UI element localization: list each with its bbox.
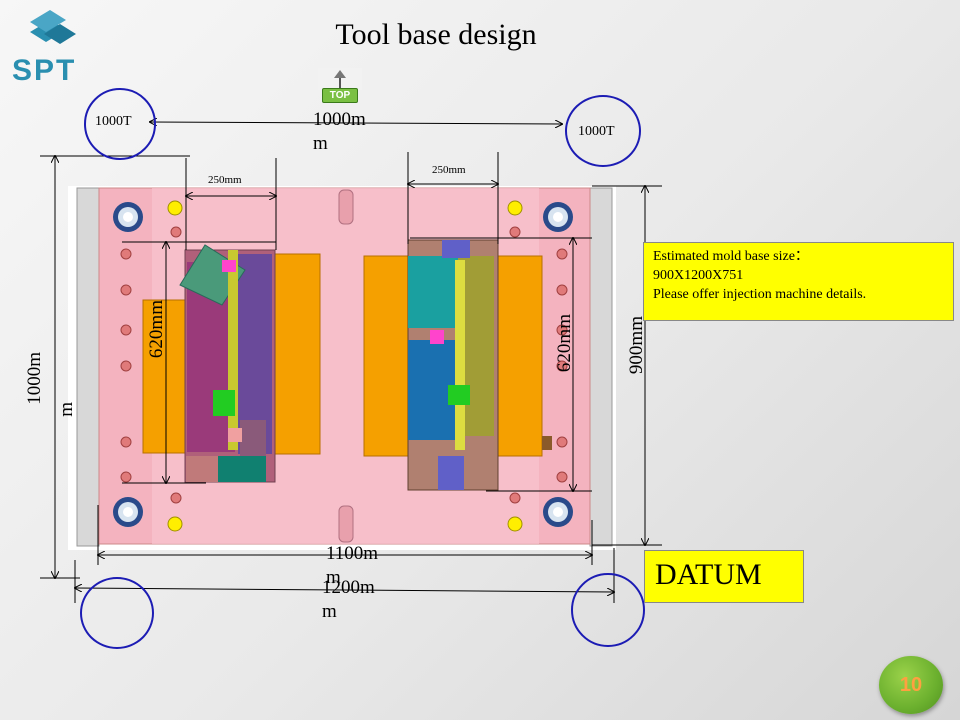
dim-left-span-line2: m: [56, 402, 77, 417]
machine-circle-bottom-left: [80, 577, 154, 649]
dim-left-insert-height: 620mm: [146, 300, 167, 359]
datum-label: DATUM: [644, 550, 804, 603]
stop-button: [167, 516, 183, 532]
dim-left-span-line1: 1000m: [24, 352, 45, 405]
page-number-badge: 10: [879, 656, 943, 714]
dim-left-insert-width: 250mm: [208, 174, 242, 186]
guide-pillar: [113, 202, 143, 232]
screw-row-left: [120, 226, 182, 504]
machine-circle-top-left: [84, 88, 156, 160]
top-marker: TOP: [318, 68, 362, 104]
top-label: TOP: [322, 88, 358, 103]
note-line: Please offer injection machine details.: [653, 287, 867, 302]
machine-label-right: 1000T: [578, 124, 615, 139]
logo-text: SPT: [12, 54, 77, 87]
note-line: Estimated mold base size：: [653, 249, 809, 264]
machine-circle-bottom-right: [571, 573, 645, 647]
screw-row-right: [509, 226, 568, 504]
machine-label-left: 1000T: [95, 114, 132, 129]
right-insert: [363, 239, 552, 491]
note-line: 900X1200X751: [653, 268, 744, 283]
support-pillar: [338, 505, 354, 543]
guide-pillar: [543, 497, 573, 527]
guide-pillar: [543, 202, 573, 232]
stop-button: [507, 516, 523, 532]
stop-button: [167, 200, 183, 216]
spt-logo-icon: [30, 10, 76, 44]
mold-size-note: Estimated mold base size： 900X1200X751 P…: [643, 242, 954, 321]
left-insert: [142, 244, 321, 483]
stop-button: [507, 200, 523, 216]
dim-right-insert-width: 250mm: [432, 164, 466, 176]
left-rail: [76, 187, 100, 547]
right-rail: [589, 187, 613, 547]
dim-right-insert-height: 620mm: [554, 314, 575, 373]
support-pillar: [338, 189, 354, 225]
guide-pillar: [113, 497, 143, 527]
dimension-lines: [40, 122, 662, 603]
machine-circle-top-right: [565, 95, 641, 167]
page-title: Tool base design: [335, 18, 537, 51]
dim-plate-height: 900mm: [626, 316, 647, 375]
spt-logo: SPT: [10, 8, 110, 88]
